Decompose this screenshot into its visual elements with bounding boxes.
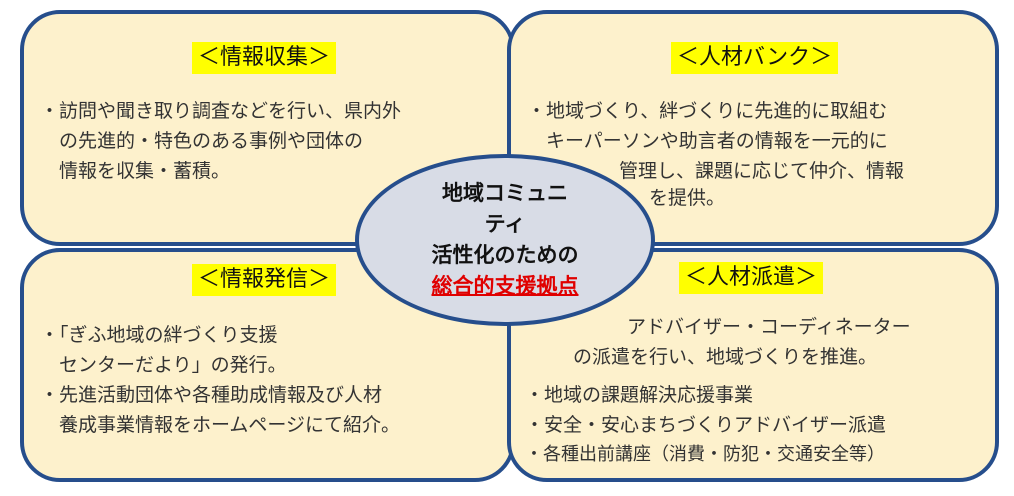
panel-information-collection: ＜情報収集＞ ・訪問や聞き取り調査などを行い、県内外 の先進的・特色のある事例や… [20, 10, 515, 246]
center-highlight-line: 総合的支援拠点 [431, 274, 579, 298]
panel-text-line: アドバイザー・コーディネーター [627, 316, 911, 338]
panel-text-line: ・地域の課題解決応援事業 [525, 384, 754, 406]
center-title-line: 活性化のための [431, 243, 579, 267]
center-title-line: 地域コミュニ [442, 181, 568, 205]
panel-text-line: ・各種出前講座（消費・防犯・交通安全等） [525, 444, 885, 465]
panel-title: ＜人材派遣＞ [679, 262, 824, 294]
panel-text-line: 養成事業情報をホームページにて紹介。 [40, 414, 401, 436]
center-hub-ellipse: 地域コミュニ ティ 活性化のための 総合的支援拠点 [355, 154, 655, 326]
panel-text-line: 管理し、課題に応じて仲介、情報 [619, 160, 905, 182]
panel-text-line: の派遣を行い、地域づくりを推進。 [573, 346, 878, 368]
panel-title: ＜人材バンク＞ [671, 42, 839, 74]
panel-text-line: ・安全・安心まちづくりアドバイザー派遣 [525, 414, 887, 436]
panel-text-line: キーパーソンや助言者の情報を一元的に [527, 130, 888, 152]
panel-text-line: 情報を収集・蓄積。 [40, 160, 231, 182]
panel-text-line: を提供。 [649, 187, 726, 209]
panel-text-line: ・先進活動団体や各種助成情報及び人材 [40, 384, 383, 406]
panel-text-line: センターだより」の発行。 [40, 354, 287, 376]
center-title-line: ティ [484, 212, 526, 236]
panel-text-line: ・地域づくり、絆づくりに先進的に取組む [527, 100, 888, 122]
panel-information-dissemination: ＜情報発信＞ ・「ぎふ地域の絆づくり支援 センターだより」の発行。 ・先進活動団… [20, 248, 515, 482]
panel-text-line: ・「ぎふ地域の絆づくり支援 [40, 324, 278, 346]
panel-title: ＜情報収集＞ [192, 42, 337, 74]
panel-title: ＜情報発信＞ [192, 264, 337, 296]
panel-text-line: の先進的・特色のある事例や団体の [40, 130, 364, 152]
panel-text-line: ・訪問や聞き取り調査などを行い、県内外 [40, 100, 402, 122]
